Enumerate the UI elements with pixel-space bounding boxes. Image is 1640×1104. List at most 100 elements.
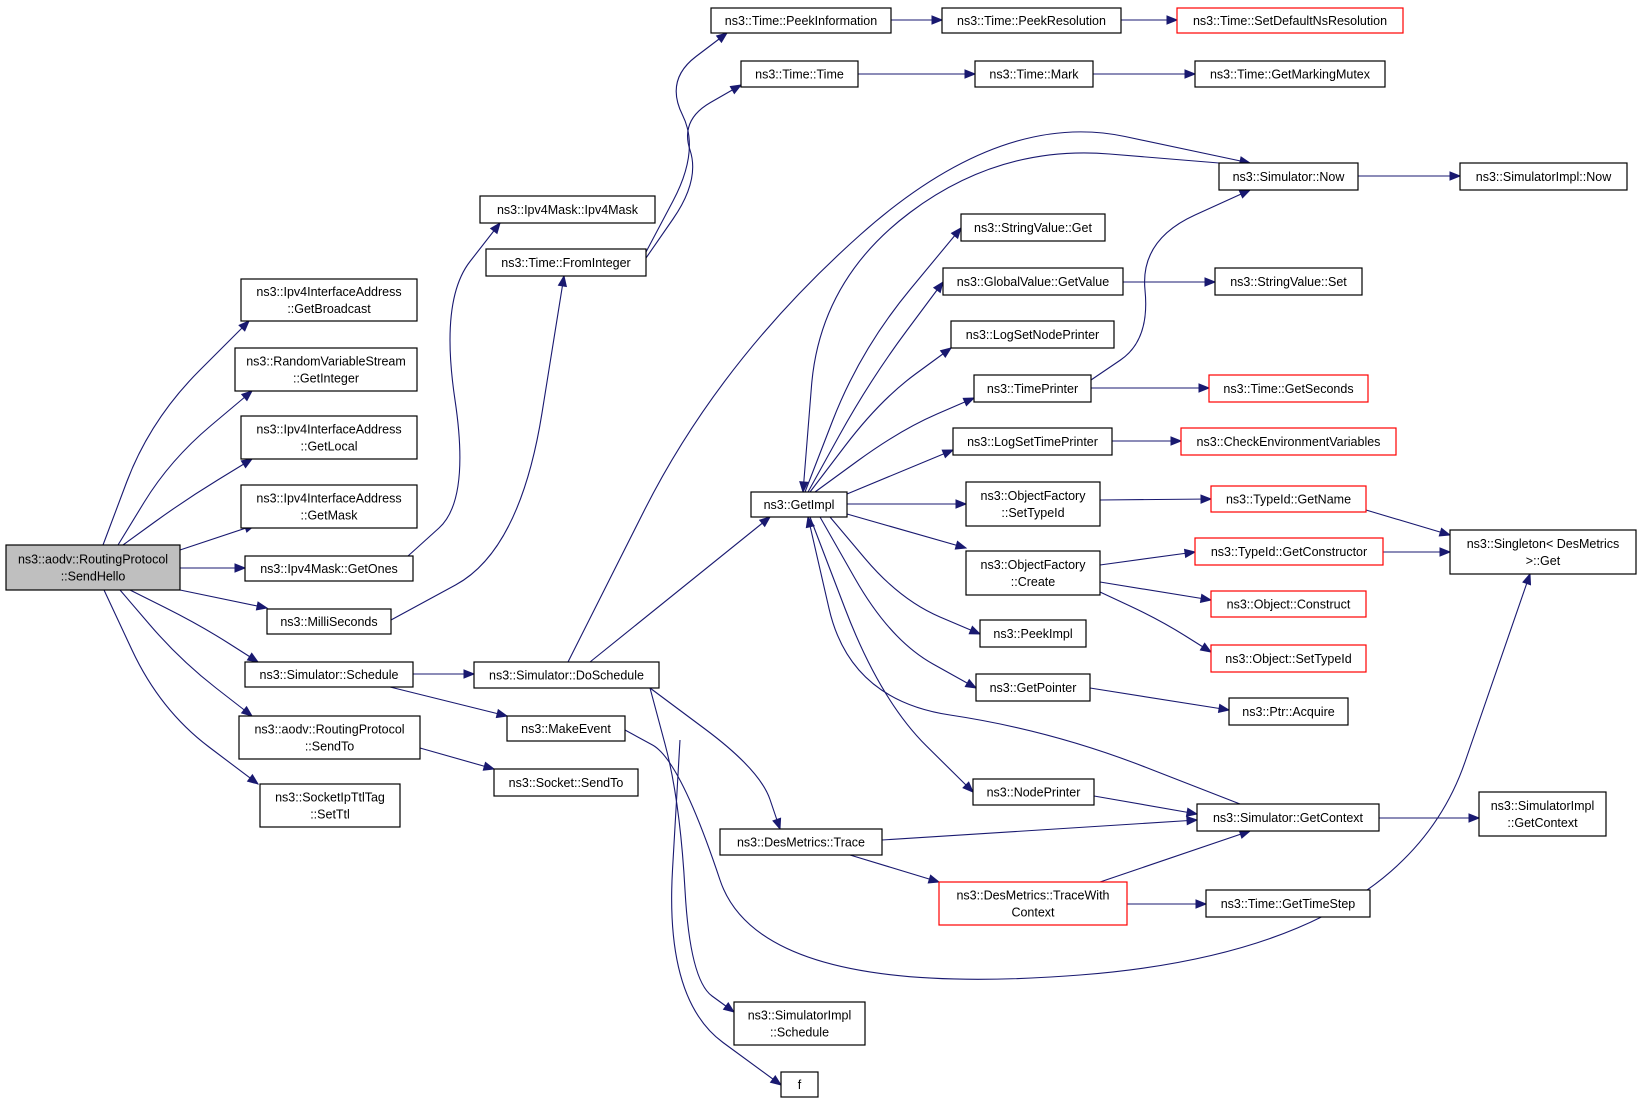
node-box[interactable] [780, 1071, 819, 1098]
node-box[interactable] [1180, 427, 1397, 456]
node-box[interactable] [506, 715, 626, 742]
node-box[interactable] [952, 427, 1113, 456]
node-box[interactable] [960, 213, 1106, 242]
node-ptrAcquire[interactable]: ns3::Ptr::Acquire [1228, 697, 1349, 726]
node-socketSendTo[interactable]: ns3::Socket::SendTo [493, 768, 639, 797]
node-desTrace[interactable]: ns3::DesMetrics::Trace [719, 828, 883, 856]
node-makeEvent[interactable]: ns3::MakeEvent [506, 715, 626, 742]
node-box[interactable] [1176, 7, 1404, 34]
node-logSetTimePrinter[interactable]: ns3::LogSetTimePrinter [952, 427, 1113, 456]
node-setTtl[interactable]: ns3::SocketIpTtlTag::SetTtl [259, 783, 401, 828]
node-box[interactable] [972, 778, 1095, 806]
node-f[interactable]: f [780, 1071, 819, 1098]
node-box[interactable] [473, 661, 660, 689]
node-doSchedule[interactable]: ns3::Simulator::DoSchedule [473, 661, 660, 689]
node-singletonGet[interactable]: ns3::Singleton< DesMetrics >::Get [1449, 529, 1637, 575]
node-box[interactable] [1228, 697, 1349, 726]
node-box[interactable] [942, 267, 1124, 296]
node-getLocal[interactable]: ns3::Ipv4InterfaceAddress::GetLocal [240, 415, 418, 460]
node-ofCreate[interactable]: ns3::ObjectFactory::Create [965, 550, 1101, 596]
node-box[interactable] [1459, 162, 1628, 191]
node-getSeconds[interactable]: ns3::Time::GetSeconds [1208, 374, 1369, 403]
node-box[interactable] [1205, 889, 1371, 918]
node-objectSetTypeId[interactable]: ns3::Object::SetTypeId [1210, 644, 1367, 673]
node-simImplGetContext[interactable]: ns3::SimulatorImpl::GetContext [1478, 791, 1607, 837]
node-box[interactable] [1218, 162, 1359, 191]
node-box[interactable] [710, 7, 892, 34]
node-box[interactable] [974, 60, 1094, 88]
node-peekResolution[interactable]: ns3::Time::PeekResolution [941, 7, 1122, 34]
node-box[interactable] [965, 481, 1101, 527]
node-box[interactable] [941, 7, 1122, 34]
node-getTimeStep[interactable]: ns3::Time::GetTimeStep [1205, 889, 1371, 918]
node-box[interactable] [1194, 60, 1386, 88]
node-nodePrinter[interactable]: ns3::NodePrinter [972, 778, 1095, 806]
node-box[interactable] [244, 555, 414, 582]
node-box[interactable] [938, 881, 1128, 926]
node-mark[interactable]: ns3::Time::Mark [974, 60, 1094, 88]
node-fromInteger[interactable]: ns3::Time::FromInteger [485, 248, 647, 277]
node-simImplNow[interactable]: ns3::SimulatorImpl::Now [1459, 162, 1628, 191]
node-milliSeconds[interactable]: ns3::MilliSeconds [266, 608, 392, 635]
node-getImpl[interactable]: ns3::GetImpl [750, 491, 848, 518]
node-getOnes[interactable]: ns3::Ipv4Mask::GetOnes [244, 555, 414, 582]
node-box[interactable] [965, 550, 1101, 596]
node-box[interactable] [1214, 267, 1363, 296]
node-box[interactable] [719, 828, 883, 856]
node-checkEnv[interactable]: ns3::CheckEnvironmentVariables [1180, 427, 1397, 456]
node-box[interactable] [259, 783, 401, 828]
node-stringValueGet[interactable]: ns3::StringValue::Get [960, 213, 1106, 242]
node-simSchedule[interactable]: ns3::Simulator::Schedule [244, 661, 414, 688]
node-box[interactable] [485, 248, 647, 277]
node-box[interactable] [973, 374, 1092, 403]
node-box[interactable] [1210, 644, 1367, 673]
node-box[interactable] [240, 484, 418, 529]
node-globalGetValue[interactable]: ns3::GlobalValue::GetValue [942, 267, 1124, 296]
node-box[interactable] [240, 278, 418, 322]
node-box[interactable] [5, 544, 181, 591]
node-objectConstruct[interactable]: ns3::Object::Construct [1210, 590, 1367, 618]
node-typeIdGetConstructor[interactable]: ns3::TypeId::GetConstructor [1194, 537, 1384, 566]
node-box[interactable] [975, 673, 1091, 702]
node-box[interactable] [1194, 537, 1384, 566]
node-box[interactable] [1449, 529, 1637, 575]
node-box[interactable] [979, 619, 1087, 648]
node-box[interactable] [750, 491, 848, 518]
node-box[interactable] [1210, 485, 1367, 513]
node-simImplSchedule[interactable]: ns3::SimulatorImpl::Schedule [733, 1001, 866, 1046]
node-box[interactable] [244, 661, 414, 688]
node-stringValueSet[interactable]: ns3::StringValue::Set [1214, 267, 1363, 296]
node-ipv4MaskCtor[interactable]: ns3::Ipv4Mask::Ipv4Mask [479, 195, 656, 224]
node-simGetContext[interactable]: ns3::Simulator::GetContext [1196, 803, 1380, 832]
node-box[interactable] [733, 1001, 866, 1046]
node-box[interactable] [479, 195, 656, 224]
node-box[interactable] [1196, 803, 1380, 832]
node-box[interactable] [266, 608, 392, 635]
node-ofSetTypeId[interactable]: ns3::ObjectFactory::SetTypeId [965, 481, 1101, 527]
node-rpSendTo[interactable]: ns3::aodv::RoutingProtocol::SendTo [238, 715, 421, 760]
node-box[interactable] [238, 715, 421, 760]
node-root[interactable]: ns3::aodv::RoutingProtocol::SendHello [5, 544, 181, 591]
node-peekImpl[interactable]: ns3::PeekImpl [979, 619, 1087, 648]
node-box[interactable] [1208, 374, 1369, 403]
node-box[interactable] [1478, 791, 1607, 837]
node-box[interactable] [740, 60, 859, 88]
node-getInteger[interactable]: ns3::RandomVariableStream::GetInteger [234, 347, 418, 392]
node-getMarkingMutex[interactable]: ns3::Time::GetMarkingMutex [1194, 60, 1386, 88]
node-box[interactable] [234, 347, 418, 392]
node-box[interactable] [950, 320, 1115, 349]
node-getPointer[interactable]: ns3::GetPointer [975, 673, 1091, 702]
node-peekInformation[interactable]: ns3::Time::PeekInformation [710, 7, 892, 34]
node-typeIdGetName[interactable]: ns3::TypeId::GetName [1210, 485, 1367, 513]
node-box[interactable] [493, 768, 639, 797]
node-box[interactable] [1210, 590, 1367, 618]
node-logSetNodePrinter[interactable]: ns3::LogSetNodePrinter [950, 320, 1115, 349]
node-timePrinter[interactable]: ns3::TimePrinter [973, 374, 1092, 403]
node-setDefaultNsResolution[interactable]: ns3::Time::SetDefaultNsResolution [1176, 7, 1404, 34]
node-box[interactable] [240, 415, 418, 460]
node-getBroadcast[interactable]: ns3::Ipv4InterfaceAddress::GetBroadcast [240, 278, 418, 322]
node-timeCtor[interactable]: ns3::Time::Time [740, 60, 859, 88]
node-simNow[interactable]: ns3::Simulator::Now [1218, 162, 1359, 191]
node-getMask[interactable]: ns3::Ipv4InterfaceAddress::GetMask [240, 484, 418, 529]
